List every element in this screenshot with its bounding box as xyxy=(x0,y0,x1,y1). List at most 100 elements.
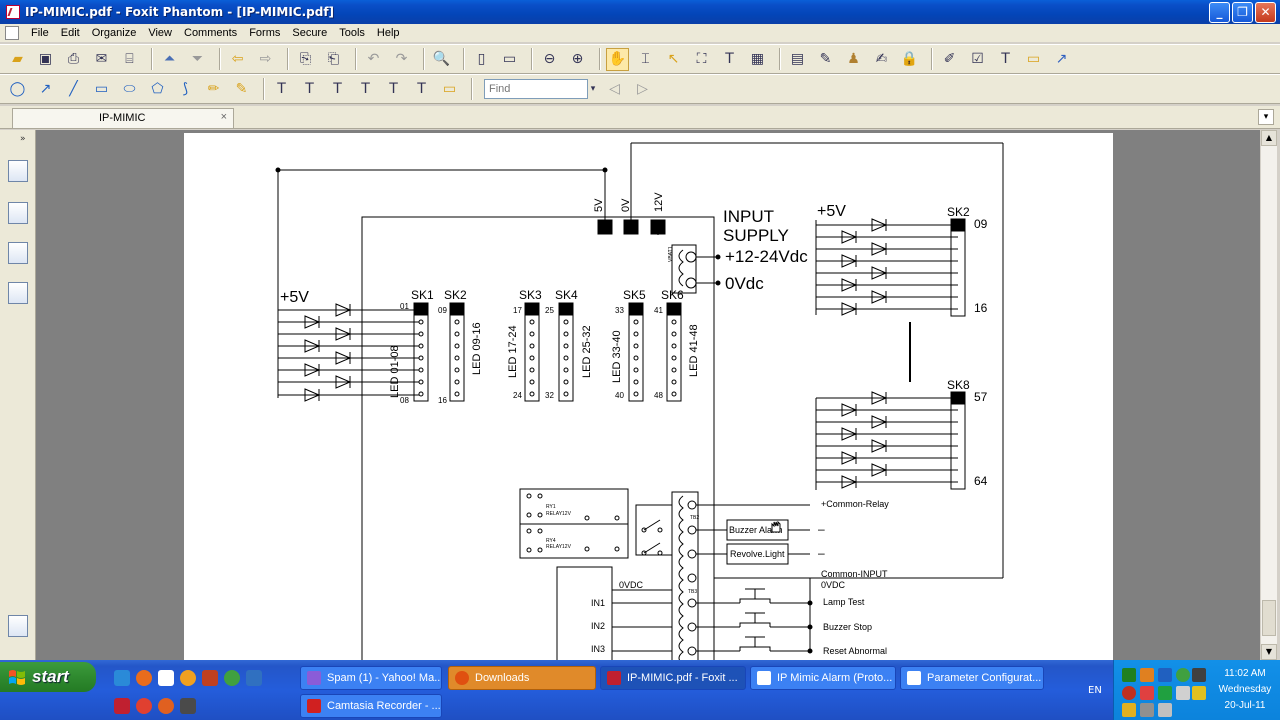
foxit-icon[interactable] xyxy=(114,698,130,714)
line-tool-icon[interactable]: ╱ xyxy=(69,81,78,97)
language-indicator[interactable]: EN xyxy=(1088,685,1102,696)
sign-icon[interactable]: ✍ xyxy=(875,51,888,67)
text-replace-icon[interactable]: T xyxy=(389,81,398,97)
tray-app-icon[interactable] xyxy=(1122,668,1136,682)
scroll-up-icon[interactable]: ▲ xyxy=(1261,130,1277,146)
menu-file[interactable]: File xyxy=(31,27,49,39)
zoom-in-icon[interactable]: ⊕ xyxy=(571,51,584,67)
find-input[interactable] xyxy=(484,79,588,99)
scroll-thumb[interactable] xyxy=(1262,600,1276,636)
tray-monitor-icon[interactable] xyxy=(1192,668,1206,682)
pages-panel-icon[interactable] xyxy=(8,160,28,182)
text-squiggly-icon[interactable]: T xyxy=(361,81,370,97)
extract-page-icon[interactable]: ⎗ xyxy=(327,51,340,67)
redo-icon[interactable]: ↷ xyxy=(395,51,408,67)
arrow-line-icon[interactable]: ↗ xyxy=(39,81,52,97)
hand-tool-icon[interactable]: ✋ xyxy=(606,47,629,71)
zoom-icon[interactable]: 🔍 xyxy=(432,51,451,67)
task-yahoo-mail[interactable]: Spam (1) - Yahoo! Ma... xyxy=(300,666,442,690)
menu-view[interactable]: View xyxy=(148,27,172,39)
find-next-icon[interactable]: ▷ xyxy=(637,81,648,97)
tray-folder-icon[interactable] xyxy=(1122,703,1136,717)
tray-usb-icon[interactable] xyxy=(1140,703,1154,717)
browser-icon[interactable] xyxy=(158,698,174,714)
windows-icon[interactable] xyxy=(246,670,262,686)
document-view[interactable]: 5V 0V 12V INPUT SUPPLY +12-24Vdc 0Vdc VB… xyxy=(36,130,1260,660)
select-text-icon[interactable]: ⌶ xyxy=(641,51,650,67)
avast-icon[interactable] xyxy=(180,670,196,686)
note-icon[interactable]: ▭ xyxy=(1026,51,1041,67)
media-icon[interactable] xyxy=(136,698,152,714)
zoom-out-icon[interactable]: ⊖ xyxy=(543,51,556,67)
ie-icon[interactable] xyxy=(114,670,130,686)
rectangle-tool-icon[interactable]: ▭ xyxy=(94,81,109,97)
start-button[interactable]: start xyxy=(0,662,96,692)
menu-help[interactable]: Help xyxy=(376,27,400,39)
snapshot-icon[interactable]: ⛶ xyxy=(696,51,707,67)
undo-icon[interactable]: ↶ xyxy=(367,51,380,67)
restore-button[interactable]: ❐ xyxy=(1232,1,1253,23)
task-foxit[interactable]: IP-MIMIC.pdf - Foxit ... xyxy=(600,666,746,690)
comments-panel-icon[interactable] xyxy=(8,242,28,264)
tab-list-dropdown[interactable]: ▾ xyxy=(1258,109,1274,125)
expand-panel-icon[interactable]: » xyxy=(20,134,26,144)
tray-pen-icon[interactable] xyxy=(1158,703,1172,717)
scroll-down-icon[interactable]: ▼ xyxy=(1261,644,1277,660)
menu-forms[interactable]: Forms xyxy=(249,27,281,39)
task-ip-mimic-alarm[interactable]: IP Mimic Alarm (Proto... xyxy=(750,666,896,690)
bookmarks-panel-icon[interactable] xyxy=(8,202,28,224)
layers-panel-icon[interactable] xyxy=(8,282,28,304)
app-icon[interactable] xyxy=(202,670,218,686)
tray-network-icon[interactable] xyxy=(1158,668,1172,682)
oval-tool-icon[interactable]: ⬭ xyxy=(123,81,136,97)
select-annotation-icon[interactable]: ↖ xyxy=(667,51,680,67)
task-camtasia[interactable]: Camtasia Recorder - ... xyxy=(300,694,442,718)
foxit-app-icon[interactable] xyxy=(6,5,20,19)
find-dropdown-icon[interactable]: ▾ xyxy=(590,84,596,94)
polygon-tool-icon[interactable]: ⬠ xyxy=(151,81,164,97)
form-edit-icon[interactable]: ✐ xyxy=(943,51,956,67)
open-folder-icon[interactable]: ▰ xyxy=(12,51,23,67)
task-parameter-configuration[interactable]: Parameter Configurat... xyxy=(900,666,1044,690)
menu-edit[interactable]: Edit xyxy=(60,27,80,39)
cloud-tool-icon[interactable]: ⟆ xyxy=(182,81,189,97)
vertical-scrollbar[interactable]: ▲ ▼ xyxy=(1260,130,1277,660)
firefox-icon[interactable] xyxy=(136,670,152,686)
lock-icon[interactable]: 🔒 xyxy=(900,51,919,67)
text-field-icon[interactable]: T xyxy=(1001,51,1010,67)
tool-icon[interactable] xyxy=(180,698,196,714)
print-icon[interactable]: ⎙ xyxy=(67,51,80,67)
back-arrow-icon[interactable]: ⇦ xyxy=(231,51,244,67)
text-strikeout-icon[interactable]: T xyxy=(333,81,342,97)
view-icon[interactable]: ▤ xyxy=(790,51,805,67)
menu-tools[interactable]: Tools xyxy=(339,27,365,39)
email-icon[interactable]: ✉ xyxy=(95,51,108,67)
task-downloads[interactable]: Downloads xyxy=(448,666,596,690)
menu-organize[interactable]: Organize xyxy=(91,27,137,39)
edit-icon[interactable]: ✎ xyxy=(819,51,832,67)
fit-page-icon[interactable]: ▯ xyxy=(477,51,486,67)
forward-arrow-icon[interactable]: ⇨ xyxy=(259,51,272,67)
typewriter-icon[interactable]: T xyxy=(725,51,734,67)
image-icon[interactable]: ▦ xyxy=(750,51,765,67)
clock[interactable]: 11:02 AM Wednesday 20-Jul-11 xyxy=(1210,666,1280,714)
text-insert-icon[interactable]: T xyxy=(417,81,426,97)
menu-comments[interactable]: Comments xyxy=(184,27,238,39)
stamp-icon[interactable]: ♟ xyxy=(847,51,860,67)
close-button[interactable]: ✕ xyxy=(1255,1,1276,23)
menu-secure[interactable]: Secure xyxy=(292,27,328,39)
arrow-tool-icon[interactable]: ↗ xyxy=(1055,51,1068,67)
fit-width-icon[interactable]: ▭ xyxy=(502,51,517,67)
tray-alert-icon[interactable] xyxy=(1140,686,1154,700)
form-check-icon[interactable]: ☑ xyxy=(971,51,984,67)
text-highlight-icon[interactable]: T xyxy=(277,81,286,97)
title-bar[interactable]: IP-MIMIC.pdf - Foxit Phantom - [IP-MIMIC… xyxy=(0,0,1280,24)
highlighter-icon[interactable]: ✎ xyxy=(235,81,248,97)
tab-ip-mimic[interactable]: IP-MIMIC × xyxy=(12,108,234,128)
desktop-icon[interactable] xyxy=(158,670,174,686)
minimize-button[interactable]: _ xyxy=(1209,1,1230,23)
tray-security-icon[interactable] xyxy=(1122,686,1136,700)
circle-tool-icon[interactable]: ◯ xyxy=(9,81,26,97)
attachments-panel-icon[interactable] xyxy=(8,615,28,637)
page-down-icon[interactable]: ⏷ xyxy=(191,51,204,67)
